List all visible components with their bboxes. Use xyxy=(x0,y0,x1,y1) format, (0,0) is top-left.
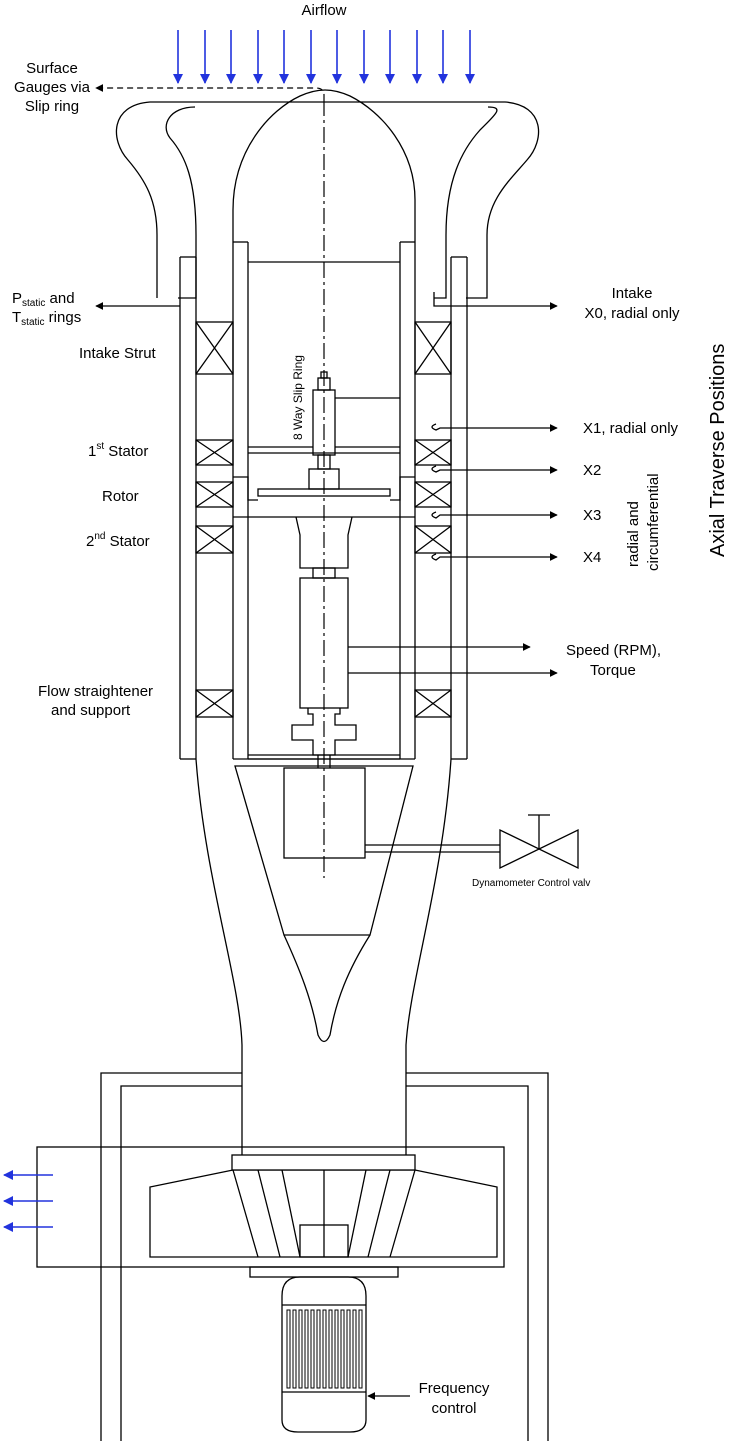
label-rotor: Rotor xyxy=(102,488,139,505)
airflow-arrows xyxy=(173,30,475,84)
label-slip-ring: 8 Way Slip Ring xyxy=(291,355,305,440)
label-radial-1: radial and xyxy=(625,501,642,567)
motor-fin xyxy=(304,1309,309,1389)
label-1st-stator: 1st Stator xyxy=(88,441,148,460)
label-surface-gauges-2: Gauges via xyxy=(14,79,91,96)
motor-fin xyxy=(322,1309,327,1389)
label-2nd-stator: 2nd Stator xyxy=(86,531,150,550)
label-x4: X4 xyxy=(583,549,601,566)
fan-motor xyxy=(281,1276,367,1433)
label-intake-strut: Intake Strut xyxy=(79,345,157,362)
exhaust-arrows xyxy=(3,1170,53,1232)
label-surface-gauges-3: Slip ring xyxy=(25,98,79,115)
label-radial-2: circumferential xyxy=(645,473,662,571)
dyno-control-valve xyxy=(365,814,579,870)
label-surface-gauges-1: Surface xyxy=(26,60,78,77)
label-tstatic: Tstatic rings xyxy=(12,309,81,328)
label-x0: X0, radial only xyxy=(584,305,680,322)
label-airflow: Airflow xyxy=(301,2,346,19)
label-intake: Intake xyxy=(612,285,653,302)
support-frame xyxy=(100,1072,549,1441)
blade-rows xyxy=(195,321,452,718)
label-frequency: Frequency xyxy=(419,1380,490,1397)
label-speed: Speed (RPM), xyxy=(566,642,661,659)
motor-fin xyxy=(298,1309,303,1389)
label-axial-traverse: Axial Traverse Positions xyxy=(707,344,729,557)
bellmouth-intake xyxy=(115,101,540,299)
label-x1: X1, radial only xyxy=(583,420,679,437)
motor-fin xyxy=(346,1309,351,1389)
motor-fin xyxy=(292,1309,297,1389)
diffuser xyxy=(195,758,452,1155)
label-flow-straightener-2: and support xyxy=(51,702,131,719)
label-control: control xyxy=(431,1400,476,1417)
label-flow-straightener-1: Flow straightener xyxy=(38,683,153,700)
motor-fin xyxy=(352,1309,357,1389)
label-x2: X2 xyxy=(583,462,601,479)
label-dyno-valve: Dynamometer Control valv xyxy=(472,878,590,889)
fan-box xyxy=(36,1146,505,1278)
pointer-lines xyxy=(95,84,558,1400)
motor-fin xyxy=(310,1309,315,1389)
label-pstatic: Pstatic and xyxy=(12,290,75,309)
motor-fin xyxy=(334,1309,339,1389)
motor-fin xyxy=(286,1309,291,1389)
motor-fin xyxy=(328,1309,333,1389)
motor-fin xyxy=(316,1309,321,1389)
motor-fin xyxy=(340,1309,345,1389)
motor-fin xyxy=(358,1309,363,1389)
label-torque: Torque xyxy=(590,662,636,679)
label-x3: X3 xyxy=(583,507,601,524)
